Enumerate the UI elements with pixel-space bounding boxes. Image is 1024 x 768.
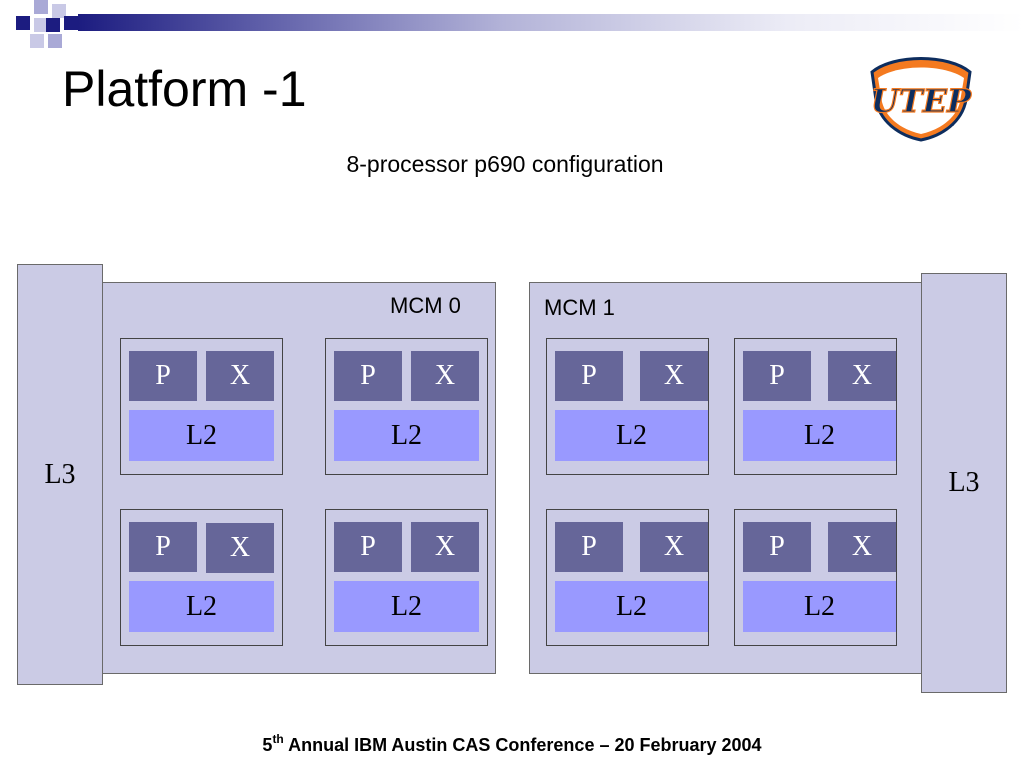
logo-text: UTEP — [871, 82, 972, 120]
processor-unit: P — [555, 522, 623, 572]
utep-logo: UTEP ™ — [870, 57, 973, 142]
processor-unit: P — [334, 351, 402, 401]
mcm-label: MCM 1 — [544, 295, 615, 320]
gradient-bar — [78, 14, 1024, 31]
l2-cache: L2 — [334, 410, 479, 461]
banner-square — [30, 34, 44, 48]
x-unit: X — [206, 351, 274, 401]
x-unit: X — [411, 351, 479, 401]
l2-cache: L2 — [555, 581, 708, 632]
processor-unit: P — [743, 522, 811, 572]
processor-chip: P X L2 — [325, 509, 488, 646]
slide-subtitle: 8-processor p690 configuration — [346, 151, 664, 177]
processor-chip: P X L2 — [546, 338, 709, 475]
l2-cache: L2 — [743, 410, 896, 461]
l2-cache: L2 — [555, 410, 708, 461]
banner-square — [46, 18, 60, 32]
processor-chip: P X L2 — [734, 338, 897, 475]
processor-chip: P X L2 — [546, 509, 709, 646]
l2-cache: L2 — [129, 410, 274, 461]
mcm-1: MCM 1 P X L2 P X L2 P X L2 P X L2 — [529, 282, 923, 674]
mcm-0: MCM 0 P X L2 P X L2 P X L2 P X L2 — [102, 282, 496, 674]
x-unit: X — [640, 351, 708, 401]
footer-text: Annual IBM Austin CAS Conference – 20 Fe… — [283, 735, 762, 755]
banner-square — [64, 16, 78, 30]
l2-cache: L2 — [334, 581, 479, 632]
l3-cache-left: L3 — [17, 264, 103, 685]
footer: 5th Annual IBM Austin CAS Conference – 2… — [0, 733, 1024, 755]
x-unit: X — [206, 523, 274, 573]
l2-cache: L2 — [743, 581, 896, 632]
banner-square — [52, 4, 66, 18]
l3-label: L3 — [948, 467, 980, 498]
l2-cache: L2 — [129, 581, 274, 632]
x-unit: X — [828, 351, 896, 401]
processor-unit: P — [743, 351, 811, 401]
processor-unit: P — [555, 351, 623, 401]
slide-title: Platform -1 — [62, 61, 307, 117]
footer-ordinal-suffix: th — [272, 732, 284, 746]
processor-unit: P — [334, 522, 402, 572]
processor-chip: P X L2 — [734, 509, 897, 646]
processor-chip: P X L2 — [325, 338, 488, 475]
x-unit: X — [828, 522, 896, 572]
l3-label: L3 — [44, 458, 76, 490]
svg-text:™: ™ — [950, 124, 955, 130]
banner-square — [34, 0, 48, 14]
x-unit: X — [411, 522, 479, 572]
processor-chip: P X L2 — [120, 338, 283, 475]
banner-square — [48, 34, 62, 48]
processor-unit: P — [129, 522, 197, 572]
processor-chip: P X L2 — [120, 509, 283, 646]
banner-square — [16, 16, 30, 30]
footer-ordinal-number: 5 — [262, 735, 273, 755]
banner-square — [34, 18, 48, 32]
mcm-label: MCM 0 — [390, 293, 461, 318]
x-unit: X — [640, 522, 708, 572]
processor-unit: P — [129, 351, 197, 401]
l3-cache-right: L3 — [921, 273, 1007, 693]
